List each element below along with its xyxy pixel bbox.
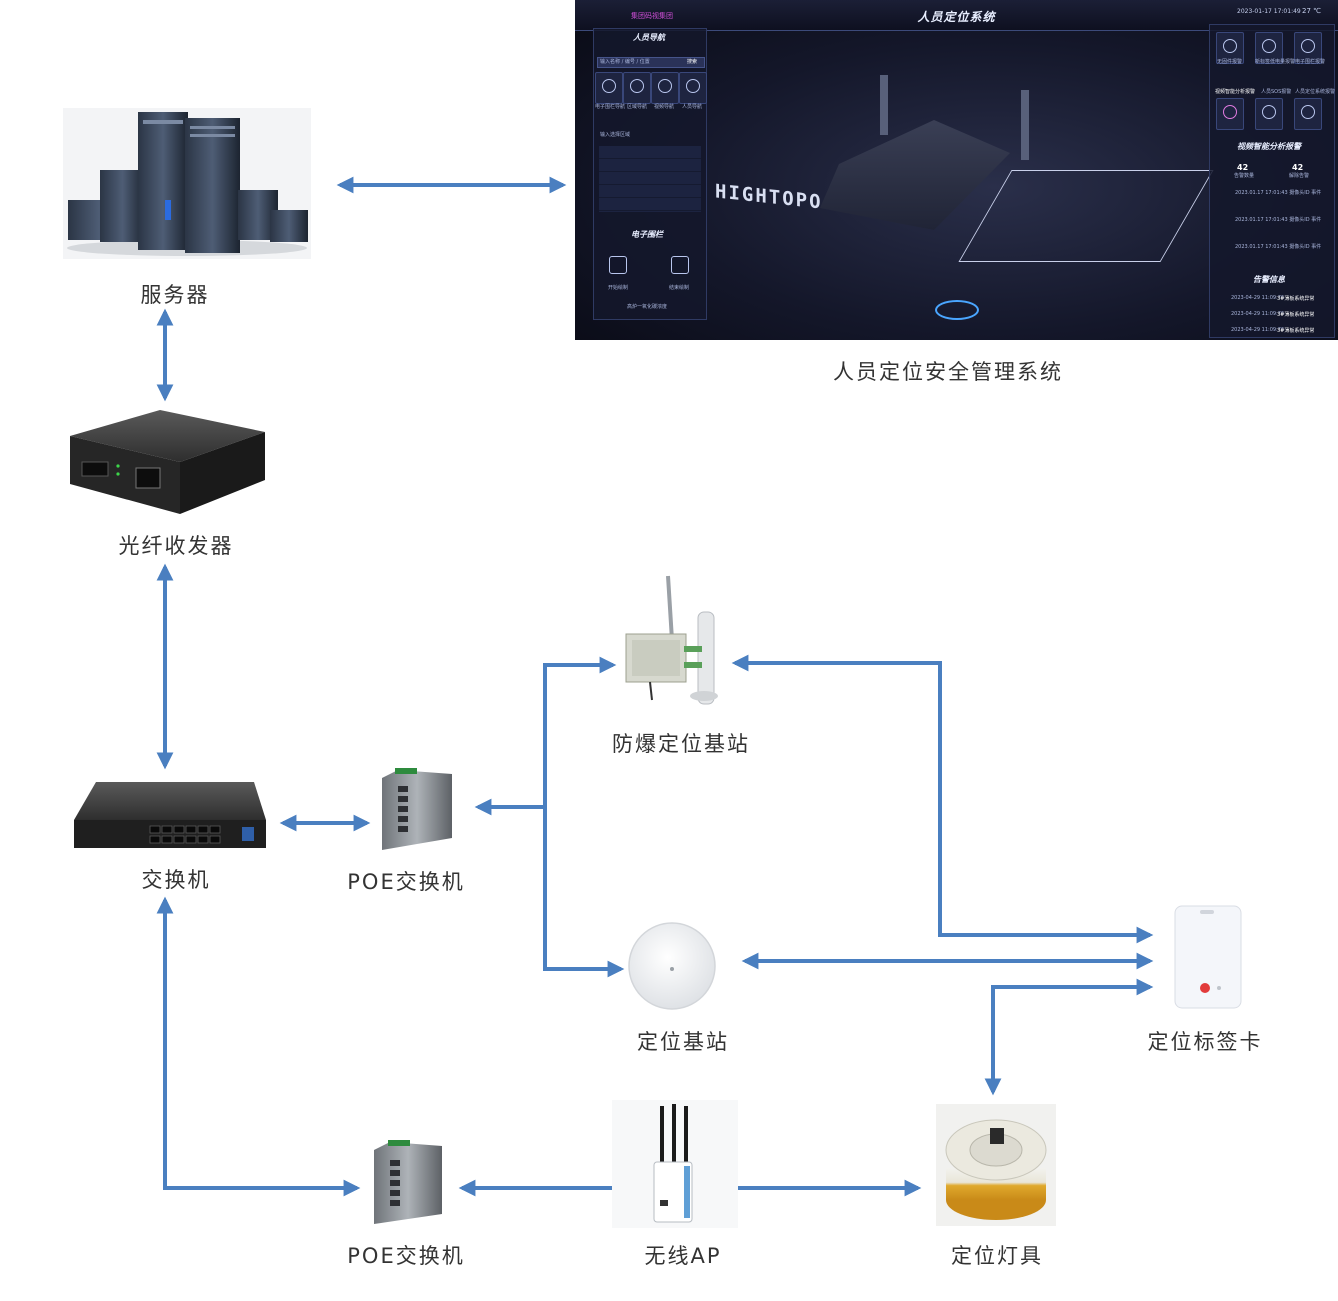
- video-row-0: 2023.01.17 17:01:43 摄像头ID 事件: [1235, 190, 1322, 196]
- video-panel-title: 视频智能分析报警: [1237, 142, 1301, 151]
- alarm-icon-5[interactable]: [1255, 98, 1283, 130]
- poe-switch-bottom-image: [374, 1140, 442, 1224]
- nav-item-label-2: 视频导航: [654, 104, 675, 110]
- dashboard-watermark: HIGHTOPO: [715, 180, 823, 214]
- alert-panel-title: 告警信息: [1253, 275, 1285, 284]
- dashboard-datetime: 2023-01-17 17:01:49: [1237, 8, 1301, 15]
- nav-panel-title: 人员导航: [633, 33, 665, 42]
- video-stat-label-0: 告警数量: [1234, 173, 1255, 179]
- nav-item-video[interactable]: [651, 72, 679, 104]
- system-label: 人员定位安全管理系统: [833, 360, 1063, 384]
- dashboard-brand: 集团码视集团: [631, 12, 673, 20]
- switch-image: [74, 782, 266, 848]
- nav-item-label-0: 电子围栏导航: [595, 104, 626, 110]
- fence-end-label: 结束绘制: [669, 285, 690, 291]
- positioning-station-label: 定位基站: [637, 1030, 729, 1054]
- arrow-tag-lamp: [984, 978, 1154, 1096]
- nav-search-button[interactable]: 搜索: [687, 59, 698, 65]
- fence-stop-icon[interactable]: [671, 256, 689, 274]
- dashboard-title: 人员定位系统: [917, 10, 996, 24]
- nav-item-region[interactable]: [623, 72, 651, 104]
- nav-item-label-1: 区域导航: [627, 104, 648, 110]
- arrow-bracket-positioning-station: [543, 807, 625, 978]
- alert-msg-0: 3#薄板系统异常: [1277, 296, 1315, 302]
- arrow-bracket-explosion-station: [543, 656, 617, 807]
- wireless-ap-label: 无线AP: [644, 1244, 722, 1268]
- video-row-1: 2023.01.17 17:01:43 摄像头ID 事件: [1235, 217, 1322, 223]
- system-dashboard-screenshot: 集团码视集团 人员定位系统 2023-01-17 17:01:49 27 ℃ 人…: [575, 0, 1338, 340]
- poe-switch-bottom-label: POE交换机: [347, 1244, 465, 1268]
- fence-start-label: 开始绘制: [608, 285, 629, 291]
- server-label: 服务器: [140, 283, 210, 307]
- explosion-station-label: 防爆定位基站: [612, 732, 750, 756]
- chimney-right: [1021, 90, 1029, 160]
- positioning-lamp-label: 定位灯具: [951, 1244, 1043, 1268]
- poe-switch-top-label: POE交换机: [347, 870, 465, 894]
- video-row-2: 2023.01.17 17:01:43 摄像头ID 事件: [1235, 244, 1322, 250]
- fence-outline: [958, 170, 1214, 262]
- alert-time-1: 2023-04-29 11:09:76: [1231, 311, 1285, 317]
- alarm-label-6: 人员定位系统报警: [1295, 89, 1336, 95]
- positioning-tag-label: 定位标签卡: [1147, 1030, 1263, 1054]
- switch-label: 交换机: [141, 868, 211, 892]
- alarm-label-3: 电子围栏报警: [1295, 59, 1326, 65]
- chimney-left: [880, 75, 888, 135]
- alarm-icon-1[interactable]: [1216, 32, 1244, 64]
- positioning-station-image: [628, 922, 716, 1010]
- nav-search-placeholder: 输入名称 / 编号 / 位置: [600, 59, 650, 65]
- alarm-icon-4[interactable]: [1216, 98, 1244, 130]
- location-pin-icon[interactable]: [935, 300, 979, 320]
- nav-item-person[interactable]: [679, 72, 707, 104]
- explosion-station-image: [625, 575, 718, 705]
- dashboard-temperature: 27 ℃: [1302, 7, 1321, 15]
- server-image: [63, 108, 311, 259]
- region-header: 输入选择区域: [600, 132, 631, 138]
- alert-msg-1: 3#薄板系统异常: [1277, 312, 1315, 318]
- fence-draw-icon[interactable]: [609, 256, 627, 274]
- video-stat-value-0: 42: [1237, 163, 1249, 172]
- nav-search-input[interactable]: [597, 57, 705, 68]
- alarm-label-5: 人员SOS报警: [1261, 89, 1292, 95]
- fence-footer: 高炉一氧化碳浓度: [627, 304, 668, 310]
- fiber-transceiver-image: [70, 410, 265, 514]
- poe-switch-top-image: [382, 768, 452, 850]
- connectors: [156, 176, 1154, 1197]
- alert-time-2: 2023-04-29 11:09:76: [1231, 327, 1285, 333]
- alarm-icon-6[interactable]: [1294, 98, 1322, 130]
- arrow-switch-poe-bottom: [156, 896, 361, 1197]
- positioning-tag-image: [1174, 905, 1242, 1009]
- alert-msg-2: 3#薄板系统异常: [1277, 328, 1315, 334]
- positioning-lamp-image: [936, 1104, 1056, 1226]
- alarm-label-1: 无固件报警: [1217, 59, 1243, 65]
- alarm-label-2: 新标签低电量报警: [1255, 59, 1296, 65]
- factory-scene: [820, 120, 1010, 230]
- dashboard-right-panel: [1209, 24, 1335, 338]
- alarm-icon-3[interactable]: [1294, 32, 1322, 64]
- wireless-ap-image: [612, 1100, 738, 1228]
- region-list: [599, 146, 701, 212]
- fiber-transceiver-label: 光纤收发器: [118, 534, 234, 558]
- video-stat-value-1: 42: [1292, 163, 1304, 172]
- alert-time-0: 2023-04-29 11:09:76: [1231, 295, 1285, 301]
- arrow-tag-explosion-station: [731, 654, 1154, 944]
- video-stat-label-1: 解除告警: [1289, 173, 1310, 179]
- fence-panel-title: 电子围栏: [631, 230, 663, 239]
- nav-item-label-3: 人员导航: [682, 104, 703, 110]
- nav-item-fence[interactable]: [595, 72, 623, 104]
- alarm-label-4: 视频智能分析报警: [1215, 89, 1256, 95]
- alarm-icon-2[interactable]: [1255, 32, 1283, 64]
